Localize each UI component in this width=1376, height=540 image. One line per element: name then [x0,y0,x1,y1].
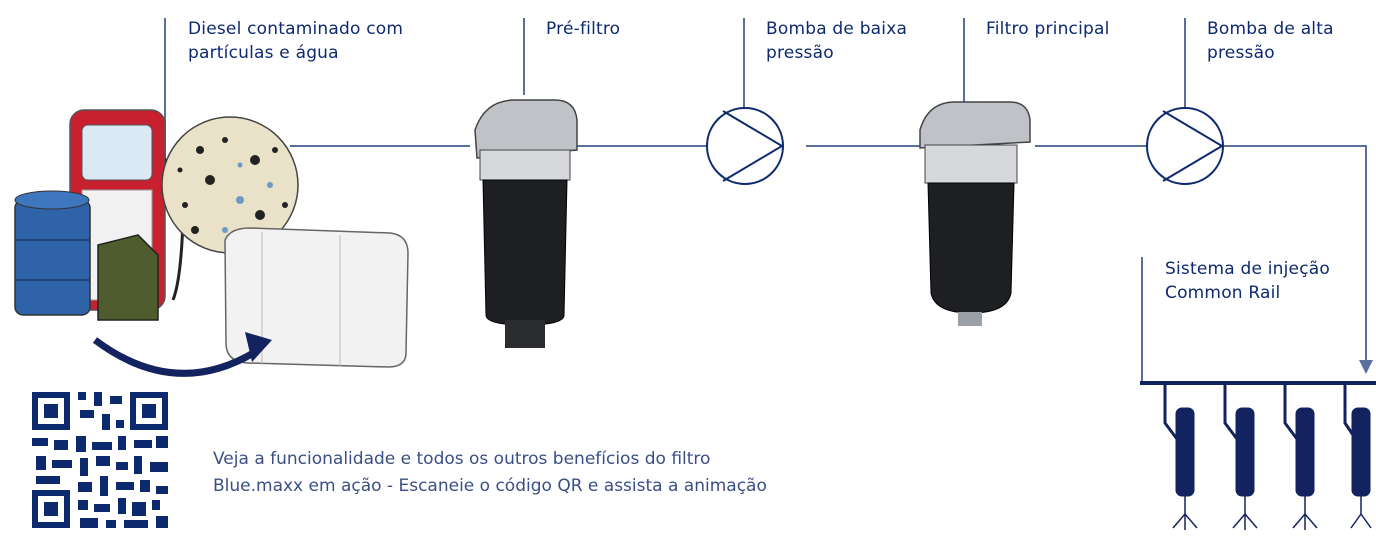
label-injection-system: Sistema de injeção Common Rail [1165,259,1330,303]
label-low-pressure-pump: Bomba de baixa pressão [766,19,908,63]
vehicle-fuel-tank-icon [224,227,409,368]
high-pressure-pump-symbol [1146,107,1224,185]
arrow-down-icon [1359,360,1373,374]
injector-3-icon [1283,383,1318,530]
injector-4-icon [1343,383,1372,529]
label-main-filter: Filtro principal [986,19,1110,39]
label-diesel: Diesel contaminado com partículas e água [188,19,404,63]
oil-barrel-icon [14,190,91,316]
flow-lines [164,18,1367,383]
jerry-can-icon [97,234,159,321]
common-rail-injectors [1140,381,1376,530]
pre-filter-illustration [474,99,578,348]
flow-line-hpump-rail [1224,145,1367,362]
label-prefilter: Pré-filtro [546,19,621,39]
flow-curved-arrow-icon [92,337,257,377]
main-filter-illustration [919,101,1031,326]
injector-2-icon [1223,383,1258,530]
qr-caption: Veja a funcionalidade e todos os outros … [213,449,767,496]
fuel-sources-illustration [14,109,409,377]
qr-code-icon[interactable] [30,390,170,530]
injector-1-icon [1163,383,1198,530]
label-high-pressure-pump: Bomba de alta pressão [1207,19,1334,63]
contaminated-diesel-magnifier [161,116,299,254]
low-pressure-pump-symbol [706,107,784,185]
